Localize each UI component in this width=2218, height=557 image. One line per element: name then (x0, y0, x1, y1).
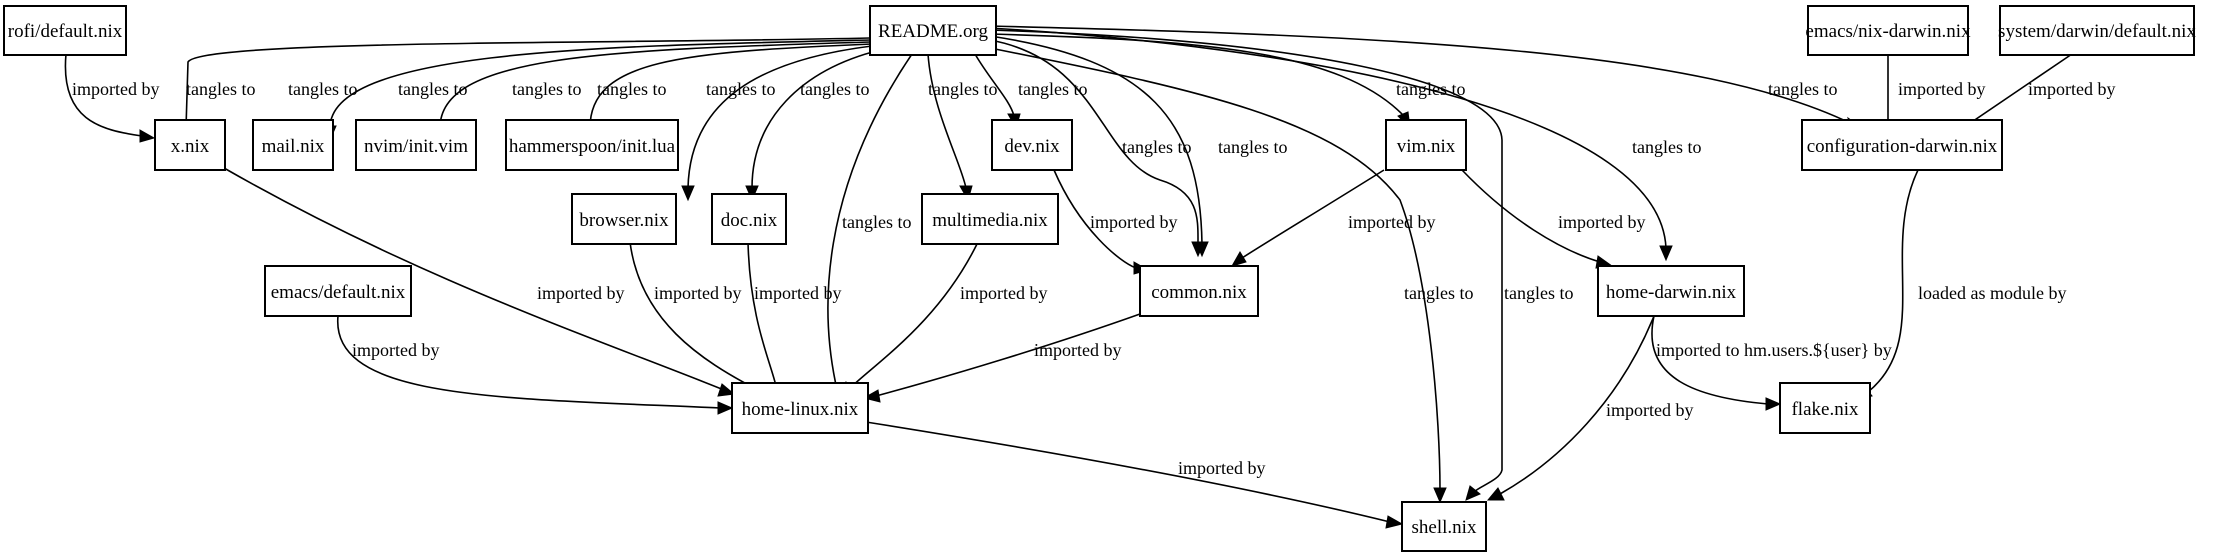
edge-label: tangles to (1404, 283, 1474, 303)
edge-readme-to-common-2: tangles to (989, 35, 1288, 258)
edge-readme-to-home-linux: tangles to (827, 53, 913, 400)
node-label: vim.nix (1397, 136, 1456, 157)
edge-label: imported by (754, 283, 842, 303)
edge-readme-to-shell-2: tangles to (989, 29, 1574, 501)
edge-label: tangles to (1768, 79, 1838, 99)
edge-label: tangles to (800, 79, 870, 99)
edge-label: imported to hm.users.${user} by (1656, 340, 1892, 360)
node-home-darwin[interactable]: home-darwin.nix (1597, 265, 1745, 317)
edge-label: tangles to (1632, 137, 1702, 157)
edge-readme-to-multimedia: tangles to (927, 53, 998, 202)
edge-label: imported by (537, 283, 625, 303)
edge-label: loaded as module by (1918, 283, 2066, 303)
node-label: shell.nix (1412, 517, 1477, 538)
edge-home-darwin-to-shell: imported by (1486, 315, 1694, 501)
node-system-darwin[interactable]: system/darwin/default.nix (1998, 5, 2196, 56)
node-nvim[interactable]: nvim/init.vim (355, 119, 477, 171)
node-vim[interactable]: vim.nix (1385, 119, 1467, 171)
edge-label: imported by (1606, 400, 1694, 420)
edge-label: imported by (1348, 212, 1436, 232)
node-label: dev.nix (1004, 136, 1060, 157)
node-label: mail.nix (262, 136, 325, 157)
node-x[interactable]: x.nix (154, 119, 226, 171)
edge-readme-to-home-darwin: tangles to (989, 27, 1702, 262)
edge-label: tangles to (842, 212, 912, 232)
edge-label: imported by (1178, 458, 1266, 478)
node-dev[interactable]: dev.nix (991, 119, 1073, 171)
edge-browser-to-home-linux: imported by (629, 241, 768, 397)
edge-readme-to-common-1: tangles to (989, 39, 1205, 258)
edge-label: tangles to (512, 79, 582, 99)
node-emacs-default[interactable]: emacs/default.nix (264, 265, 412, 317)
node-label: nvim/init.vim (364, 136, 468, 157)
edge-label: imported by (960, 283, 1048, 303)
edge-label: tangles to (597, 79, 667, 99)
node-label: emacs/default.nix (271, 282, 406, 303)
node-home-linux[interactable]: home-linux.nix (731, 382, 869, 434)
edge-common-to-home-linux: imported by (862, 313, 1141, 403)
edge-label: tangles to (288, 79, 358, 99)
node-label: configuration-darwin.nix (1807, 136, 1998, 157)
node-label: doc.nix (721, 210, 778, 231)
edge-rofi-to-x: imported by (64, 53, 160, 143)
node-hammerspoon[interactable]: hammerspoon/init.lua (505, 119, 679, 171)
edge-readme-to-shell-1: tangles to (989, 47, 1474, 504)
edge-label: tangles to (1018, 79, 1088, 99)
edge-label: tangles to (398, 79, 468, 99)
edge-label: tangles to (186, 79, 256, 99)
node-label: flake.nix (1791, 399, 1859, 420)
edge-emacs-default-to-home-linux: imported by (337, 315, 734, 415)
node-emacs-nix-darwin[interactable]: emacs/nix-darwin.nix (1805, 5, 1971, 56)
edge-label: imported by (1034, 340, 1122, 360)
node-rofi[interactable]: rofi/default.nix (3, 5, 127, 56)
node-flake[interactable]: flake.nix (1779, 382, 1871, 434)
node-label: browser.nix (579, 210, 669, 231)
edge-readme-to-browser: tangles to (681, 45, 873, 202)
edge-home-linux-to-shell: imported by (865, 421, 1404, 529)
node-common[interactable]: common.nix (1139, 265, 1259, 317)
edge-label: tangles to (928, 79, 998, 99)
edge-label: imported by (72, 79, 160, 99)
node-label: home-linux.nix (742, 399, 859, 420)
graph-nodes: README.org rofi/default.nix emacs/nix-da… (3, 5, 2196, 552)
edge-vim-to-common: imported by (1230, 169, 1436, 267)
node-label: README.org (878, 21, 988, 42)
edge-vim-to-home-darwin: imported by (1461, 169, 1646, 269)
edge-readme-to-doc: tangles to (745, 49, 881, 202)
edge-multimedia-to-home-linux: imported by (839, 241, 1048, 397)
edge-label: imported by (1558, 212, 1646, 232)
edge-configuration-darwin-to-flake: loaded as module by (1854, 169, 2066, 401)
node-label: emacs/nix-darwin.nix (1805, 21, 1971, 42)
edge-label: imported by (352, 340, 440, 360)
node-label: common.nix (1151, 282, 1247, 303)
node-label: hammerspoon/init.lua (509, 136, 676, 157)
node-label: x.nix (171, 136, 210, 157)
node-label: home-darwin.nix (1606, 282, 1737, 303)
node-configuration-darwin[interactable]: configuration-darwin.nix (1801, 119, 2003, 171)
node-readme[interactable]: README.org (869, 5, 997, 56)
edge-label: tangles to (1504, 283, 1574, 303)
node-label: rofi/default.nix (8, 21, 123, 42)
node-doc[interactable]: doc.nix (711, 193, 787, 245)
node-mail[interactable]: mail.nix (252, 119, 334, 171)
edge-dev-to-common: imported by (1053, 169, 1178, 275)
edge-x-to-home-linux: imported by (223, 167, 736, 397)
node-label: multimedia.nix (932, 210, 1048, 231)
edge-label: tangles to (1218, 137, 1288, 157)
edge-label: tangles to (706, 79, 776, 99)
edge-label: imported by (1898, 79, 1986, 99)
node-shell[interactable]: shell.nix (1401, 501, 1487, 552)
edge-label: imported by (1090, 212, 1178, 232)
edge-label: tangles to (1122, 137, 1192, 157)
node-label: system/darwin/default.nix (1998, 21, 2196, 42)
node-browser[interactable]: browser.nix (571, 193, 677, 245)
edge-home-darwin-to-flake: imported to hm.users.${user} by (1651, 315, 1892, 411)
edge-readme-to-hammerspoon: tangles to tangles to (512, 43, 873, 142)
edge-label: imported by (654, 283, 742, 303)
node-multimedia[interactable]: multimedia.nix (921, 193, 1059, 245)
edge-label: imported by (2028, 79, 2116, 99)
